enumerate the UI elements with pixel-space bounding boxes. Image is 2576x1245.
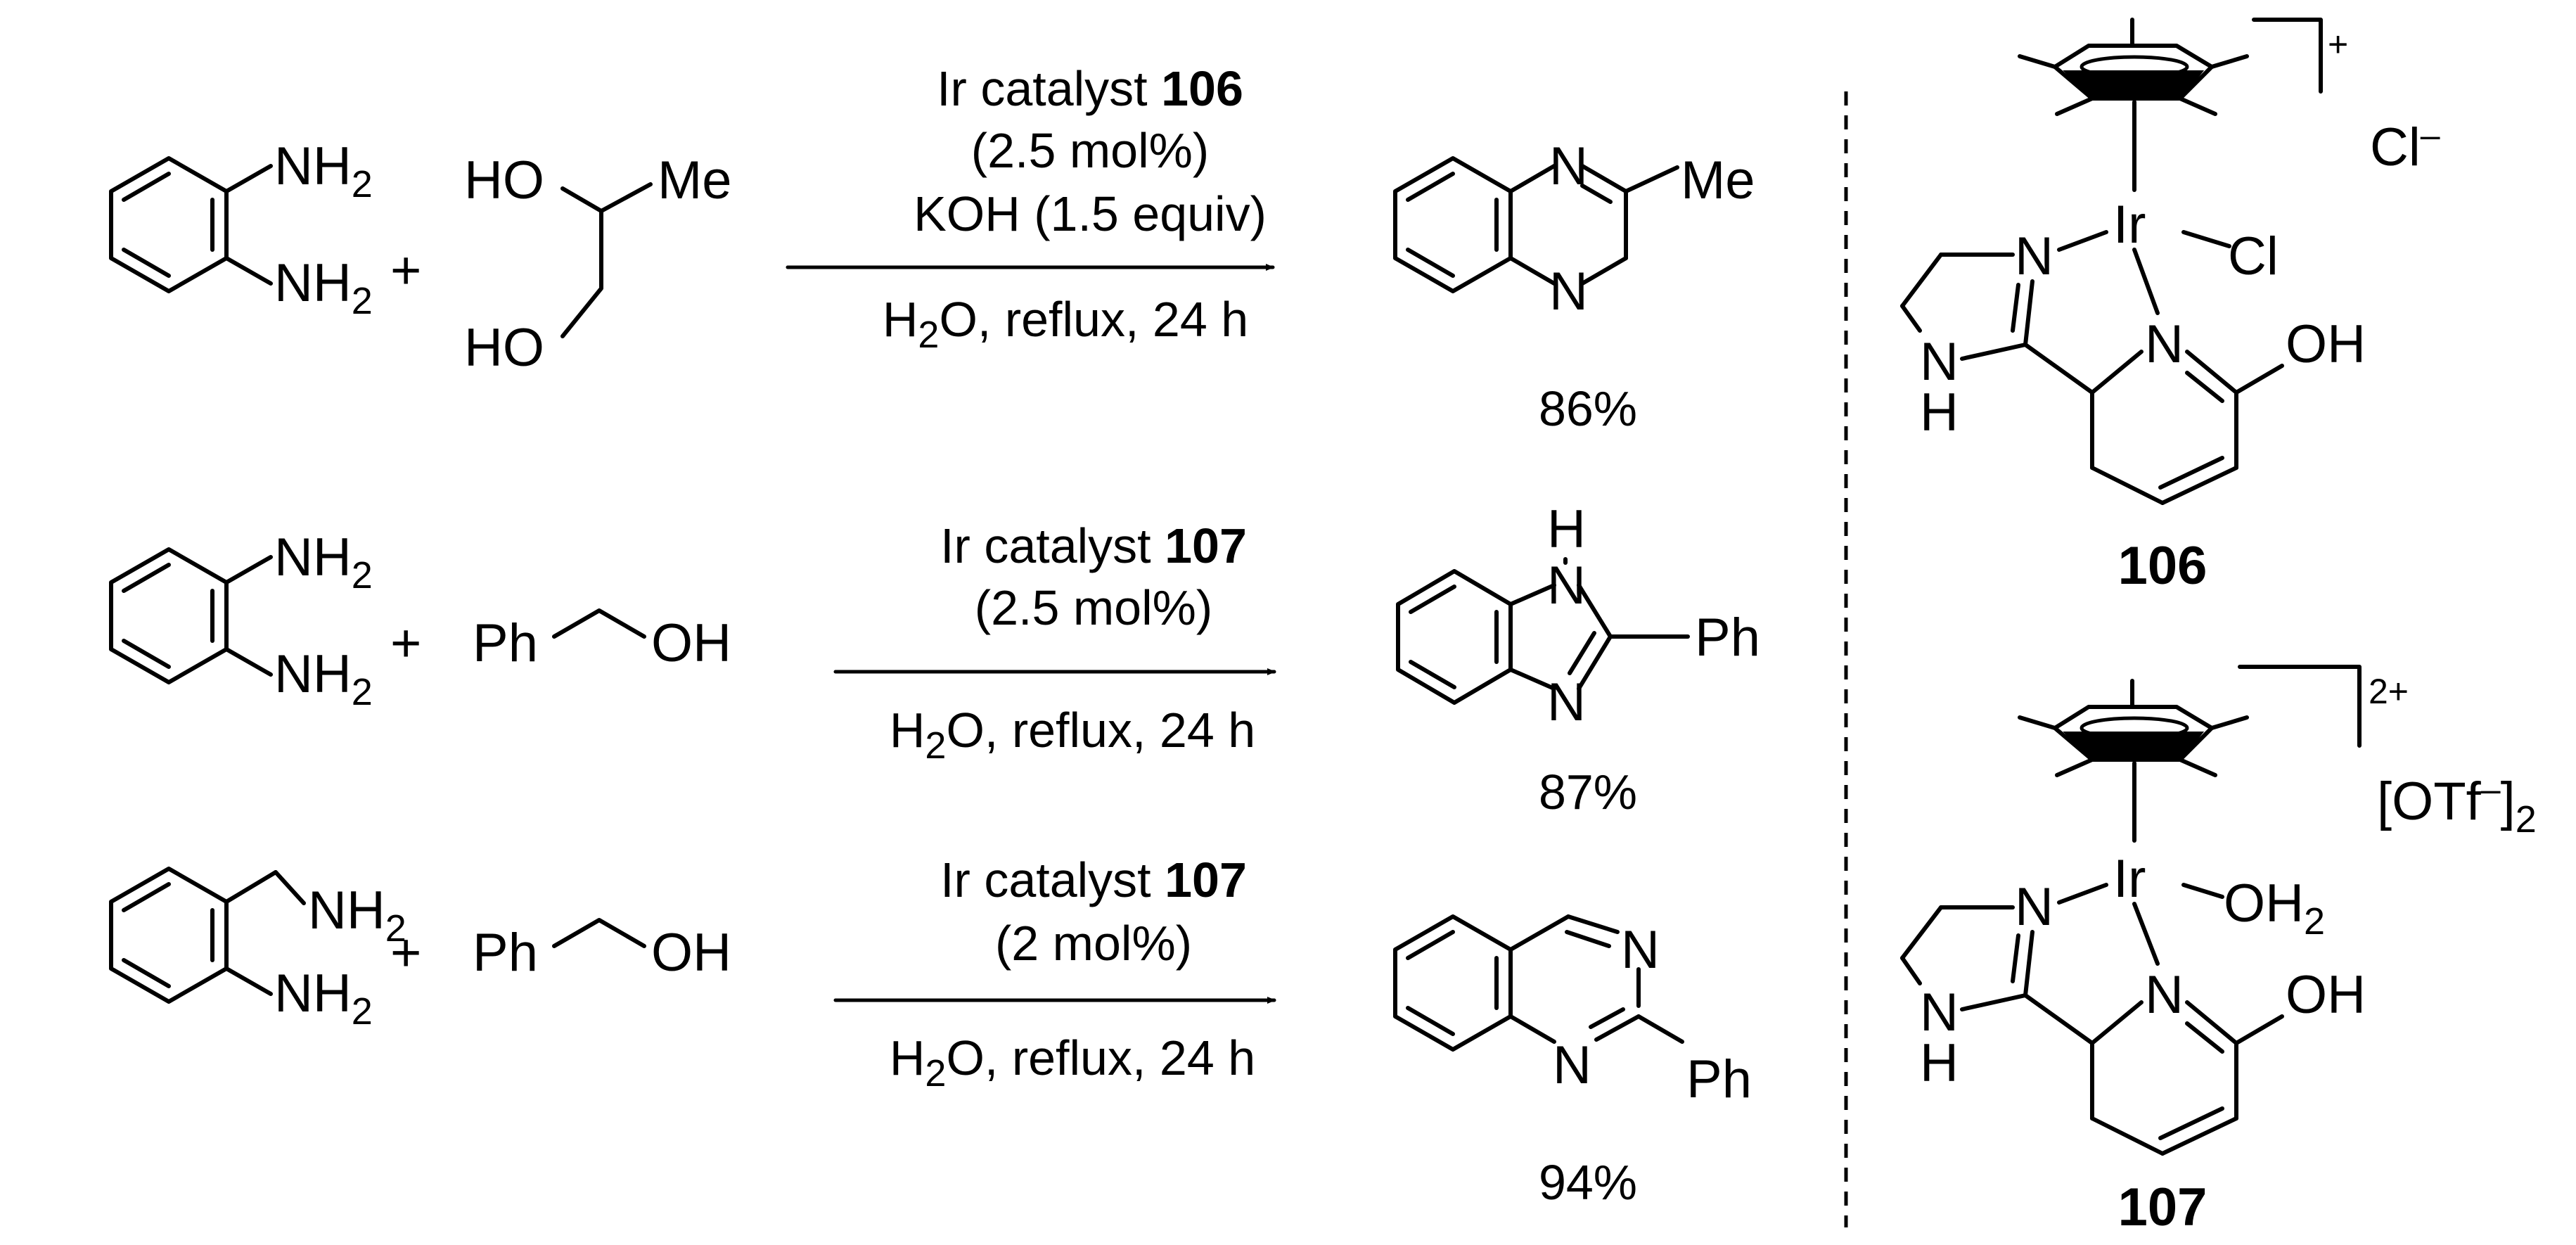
amine-label: NH2: [274, 253, 373, 322]
phenyl-label: Ph: [473, 613, 538, 673]
solvent-label: H2O, reflux, 24 h: [890, 703, 1255, 767]
catalyst-label: Ir catalyst 107: [940, 853, 1247, 907]
loading-label: (2.5 mol%): [971, 123, 1209, 178]
nitrogen-label: N: [2015, 877, 2053, 937]
cp-star-ligand: [2018, 18, 2249, 116]
plus-sign: +: [390, 613, 421, 673]
nitrogen-label: N: [2145, 965, 2184, 1025]
nitrogen-label: N: [1547, 672, 1586, 732]
nitrogen-label: N: [1920, 332, 1959, 392]
hydroxyl-label: HO: [464, 318, 544, 378]
charge-label: 2+: [2369, 672, 2409, 711]
cp-star-ligand: [2018, 679, 2249, 777]
loading-label: (2 mol%): [995, 916, 1192, 971]
yield-label: 87%: [1539, 765, 1637, 819]
amine-label: NH2: [274, 964, 373, 1033]
product-2-methylquinoxaline: N N Me: [1393, 136, 1755, 321]
product-2-phenylbenzimidazole: H N N Ph: [1396, 499, 1760, 732]
methyl-label: Me: [1681, 151, 1755, 210]
conditions-3: Ir catalyst 107 (2 mol%) H2O, reflux, 24…: [833, 853, 1276, 1094]
hydroxyl-label: OH: [2286, 965, 2366, 1025]
yield-label: 86%: [1539, 381, 1637, 436]
hydroxyl-label: HO: [464, 151, 544, 210]
phenyl-label: Ph: [473, 923, 538, 983]
product-2-phenylquinazoline: N N Ph: [1393, 914, 1752, 1109]
yield-label: 94%: [1539, 1155, 1637, 1210]
chloride-label: Cl: [2228, 226, 2279, 286]
reactant-2-aminobenzylamine: NH2 NH2: [109, 867, 406, 1033]
iridium-label: Ir: [2113, 849, 2146, 909]
nitrogen-label: N: [1920, 983, 1959, 1042]
catalyst-107-structure: 2+ [OTf–]2 Ir OH2 N N N H OH: [1900, 665, 2537, 1156]
nitrogen-label: N: [2145, 314, 2184, 374]
loading-label: (2.5 mol%): [975, 580, 1212, 635]
nitrogen-label: N: [1549, 136, 1588, 196]
reaction-1: NH2 NH2 + HO Me HO Ir catalyst 106 (2.5 …: [109, 61, 1755, 436]
conditions-1: Ir catalyst 106 (2.5 mol%) KOH (1.5 equi…: [786, 61, 1275, 356]
compound-label-107: 107: [2118, 1177, 2207, 1237]
iridium-label: Ir: [2113, 195, 2146, 255]
hydroxyl-label: OH: [2286, 314, 2366, 374]
nitrogen-label: N: [1547, 556, 1586, 615]
amine-label: NH2: [274, 136, 373, 205]
reactant-o-phenylenediamine-1: NH2 NH2: [109, 136, 373, 322]
phenyl-label: Ph: [1695, 608, 1760, 668]
catalyst-label: Ir catalyst 107: [940, 518, 1247, 573]
amine-label: NH2: [308, 881, 406, 950]
hydrogen-label: H: [1920, 383, 1959, 442]
phenyl-label: Ph: [1686, 1049, 1752, 1109]
charge-label: +: [2328, 25, 2348, 64]
nitrogen-label: N: [1621, 920, 1660, 980]
reaction-3: NH2 NH2 + Ph OH Ir catalyst 107 (2 mol%)…: [109, 853, 1752, 1210]
aqua-label: OH2: [2224, 874, 2325, 943]
reaction-2: NH2 NH2 + Ph OH Ir catalyst 107 (2.5 mol…: [109, 499, 1760, 819]
hydroxyl-label: OH: [651, 613, 731, 673]
catalyst-label: Ir catalyst 106: [937, 61, 1243, 116]
plus-sign: +: [390, 241, 421, 300]
reactant-propylene-glycol: HO Me HO: [464, 151, 732, 378]
counterion-label: Cl–: [2370, 115, 2440, 177]
catalyst-106-structure: + Cl– Ir Cl N N N H OH: [1900, 18, 2440, 505]
conditions-2: Ir catalyst 107 (2.5 mol%) H2O, reflux, …: [833, 518, 1276, 767]
plus-sign: +: [390, 923, 421, 983]
solvent-label: H2O, reflux, 24 h: [890, 1030, 1255, 1094]
solvent-label: H2O, reflux, 24 h: [883, 292, 1248, 356]
amine-label: NH2: [274, 528, 373, 596]
reactant-benzyl-alcohol: Ph OH: [473, 608, 731, 673]
nitrogen-label: N: [2015, 226, 2053, 286]
hydrogen-label: H: [1547, 499, 1586, 559]
reactant-o-phenylenediamine-2: NH2 NH2: [109, 528, 373, 713]
compound-label-106: 106: [2118, 536, 2207, 596]
additive-label: KOH (1.5 equiv): [914, 186, 1267, 241]
nitrogen-label: N: [1549, 262, 1588, 321]
counterion-label: [OTf–]2: [2377, 770, 2537, 841]
hydrogen-label: H: [1920, 1033, 1959, 1093]
nitrogen-label: N: [1553, 1035, 1591, 1095]
hydroxyl-label: OH: [651, 923, 731, 983]
reactant-benzyl-alcohol: Ph OH: [473, 918, 731, 983]
amine-label: NH2: [274, 644, 373, 713]
methyl-label: Me: [658, 151, 732, 210]
